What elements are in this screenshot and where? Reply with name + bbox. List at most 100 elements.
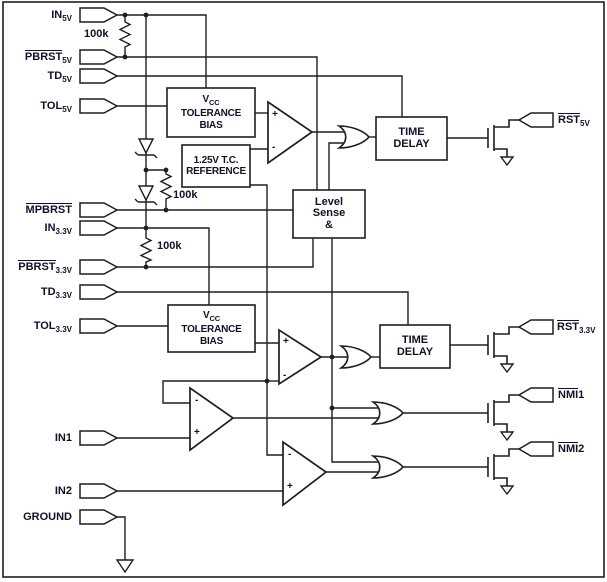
vcc-tolerance-bias-bottom-block: VCC TOLERANCE BIAS	[181, 309, 242, 347]
ground-symbols	[115, 156, 515, 574]
resistor-100k-2	[159, 170, 173, 210]
pin-label-in33v: IN3.3V	[44, 222, 72, 237]
vcc-tolerance-bias-top-block: VCC TOLERANCE BIAS	[180, 93, 242, 131]
pin-td5v	[79, 68, 119, 84]
wire-ref-comp3	[162, 380, 267, 404]
zener-cathode-1	[134, 151, 158, 159]
pin-label-td33v: TD3.3V	[40, 286, 72, 301]
resistor-label-1: 100k	[84, 28, 109, 40]
vcc-bias-bottom-box	[167, 304, 256, 353]
pin-in1	[79, 430, 119, 446]
mosfet-nmi2	[487, 448, 519, 486]
pin-label-tol5v: TOL5V	[40, 100, 72, 115]
pin-pbrst33v	[79, 259, 119, 275]
mosfet-nmi1	[487, 394, 519, 432]
pin-in5v	[79, 7, 119, 23]
zener-diode-2	[137, 185, 155, 202]
block-outlines	[166, 87, 451, 369]
or-gate-rst33v	[338, 345, 373, 369]
zener-diodes	[134, 138, 158, 206]
comparator-in2	[282, 440, 328, 507]
resistor-100k-1	[118, 15, 132, 57]
comp2-minus-mark: -	[283, 370, 287, 381]
wire-td5v	[117, 75, 403, 117]
time-delay-top-box	[375, 116, 448, 161]
pin-label-pbrst33v: PBRST3.3V	[18, 260, 72, 276]
ground-icon-main	[115, 559, 135, 574]
resistor-label-3: 100k	[157, 240, 182, 252]
pin-nmi1	[517, 387, 554, 403]
pin-label-rst5v: RST5V	[558, 113, 590, 129]
pin-mpbrst	[79, 202, 119, 218]
wire-ls-bus	[331, 238, 382, 463]
pin-label-mpbrst: MPBRST	[25, 203, 72, 216]
or-gates	[336, 125, 405, 479]
ground-icon	[499, 363, 515, 374]
comparator-3v3	[278, 328, 323, 386]
or-gate-rst5v	[336, 125, 371, 149]
comp4-minus-mark: -	[288, 449, 292, 460]
wire-ref-bus	[250, 184, 285, 456]
resistor-100k-3	[139, 228, 153, 267]
pin-label-rst33v: RST3.3V	[557, 320, 596, 336]
zener-cathode-2	[134, 198, 158, 206]
pin-label-in2: IN2	[54, 485, 72, 497]
pin-label-tol33v: TOL3.3V	[33, 320, 72, 335]
or-gate-nmi1	[370, 401, 405, 425]
pin-tol5v	[79, 98, 119, 114]
comparator-5v	[267, 100, 314, 165]
pin-label-ground: GROUND	[23, 511, 72, 523]
pin-label-in5v: IN5V	[51, 9, 72, 24]
wire-td33v	[117, 291, 409, 325]
pin-tol33v	[79, 318, 119, 334]
resistor-label-2: 100k	[173, 189, 198, 201]
wire-ls-or1	[328, 142, 348, 190]
comp3-plus-mark: +	[194, 427, 200, 438]
comparator-in1	[189, 386, 235, 452]
pin-td33v	[79, 284, 119, 300]
ground-icon	[499, 431, 515, 442]
reference-box	[181, 144, 251, 188]
pin-label-nmi2: NMI2	[558, 442, 585, 455]
pin-in2	[79, 483, 119, 499]
pin-rst33v	[517, 319, 554, 335]
pin-nmi2	[517, 441, 554, 457]
reference-block: 1.25V T.C. REFERENCE	[186, 154, 246, 178]
pin-label-in1: IN1	[54, 432, 72, 444]
or-gate-nmi2	[370, 455, 405, 479]
pins	[79, 7, 554, 525]
comparators	[189, 100, 328, 507]
comp2-plus-mark: +	[283, 336, 289, 347]
comp1-plus-mark: +	[272, 109, 278, 120]
wire-pbrst33v	[117, 238, 314, 268]
comp1-minus-mark: -	[272, 142, 276, 153]
vcc-bias-top-box	[166, 87, 256, 138]
wire-pbrst5v	[117, 56, 318, 190]
comp4-plus-mark: +	[287, 481, 293, 492]
comp3-minus-mark: -	[195, 395, 199, 406]
pin-label-pbrst5v: PBRST5V	[24, 50, 72, 66]
mosfet-rst33v	[487, 326, 519, 364]
time-delay-bottom-box	[379, 324, 451, 369]
ground-icon	[499, 485, 515, 496]
pin-pbrst5v	[79, 49, 119, 65]
pin-label-nmi1: NMI1	[558, 388, 585, 401]
pin-label-td5v: TD5V	[47, 70, 72, 85]
wires	[117, 14, 488, 560]
junction-dots	[122, 12, 335, 411]
zener-diode-1	[137, 138, 155, 155]
wire-ground	[117, 516, 126, 560]
time-delay-bottom-block: TIME DELAY	[396, 334, 434, 358]
pin-rst5v	[517, 112, 554, 128]
level-sense-box	[292, 189, 366, 239]
pin-in33v	[79, 220, 119, 236]
wire-in5v	[117, 14, 207, 88]
ground-icon	[499, 156, 515, 167]
time-delay-top-block: TIME DELAY	[393, 126, 430, 150]
pin-ground	[79, 509, 119, 525]
level-sense-block: Level Sense &	[312, 195, 346, 231]
mosfets	[487, 119, 519, 486]
